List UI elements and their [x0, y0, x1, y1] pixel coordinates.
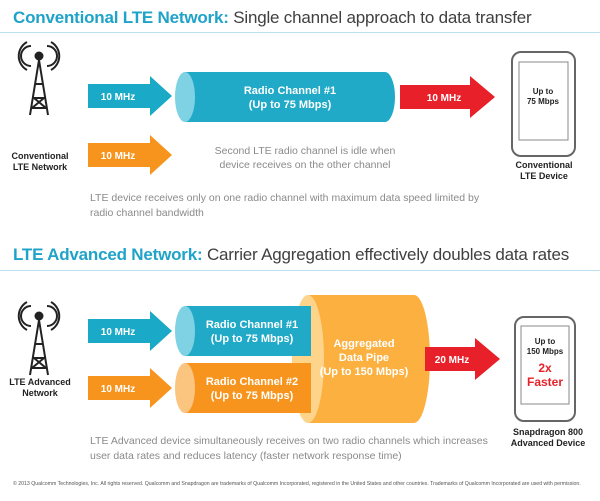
channel-title: Radio Channel #1 [206, 319, 298, 331]
tower-icon [17, 41, 61, 116]
advanced-diagram: Aggregated Data Pipe (Up to 150 Mbps) Ra… [17, 295, 576, 423]
label-line: Conventional [11, 151, 69, 161]
pipe-line-3: (Up to 150 Mbps) [320, 366, 409, 378]
arrow-label: 10 MHz [101, 327, 135, 338]
device-text-1: Up to [533, 87, 554, 96]
device-text-1: Up to [535, 337, 556, 346]
caption-line: LTE Advanced device simultaneously recei… [90, 435, 488, 447]
pipe-line-2: Data Pipe [339, 352, 389, 364]
section-title-conventional: Conventional LTE Network: Single channel… [13, 8, 532, 28]
arrow-10mhz-2: 10 MHz [88, 135, 172, 175]
label-line: Conventional [515, 160, 573, 170]
arrow-10mhz-1: 10 MHz [88, 311, 172, 351]
conventional-device-label: Conventional LTE Device [500, 160, 588, 182]
phone-icon: Up to 75 Mbps [511, 51, 576, 157]
copyright-footer: © 2013 Qualcomm Technologies, Inc. All r… [13, 481, 581, 487]
radio-channel-2-pipe: Radio Channel #2 (Up to 75 Mbps) [175, 363, 311, 413]
radio-channel-1-pipe: Radio Channel #1 (Up to 75 Mbps) [175, 72, 395, 122]
faster-line-1: 2x [538, 361, 552, 375]
conventional-network-label: Conventional LTE Network [0, 151, 80, 173]
arrow-label: 20 MHz [435, 355, 469, 366]
device-text-2: 150 Mbps [527, 347, 564, 356]
arrow-10mhz-1: 10 MHz [88, 76, 172, 116]
arrow-10mhz-2: 10 MHz [88, 368, 172, 408]
advanced-caption: LTE Advanced device simultaneously recei… [90, 434, 500, 464]
idle-line: Second LTE radio channel is idle when [214, 145, 396, 157]
conventional-diagram: 10 MHz 10 MHz Radio Channel #1 (Up to 75… [17, 41, 576, 175]
advanced-device-label: Snapdragon 800 Advanced Device [500, 427, 596, 449]
channel-title: Radio Channel #1 [244, 85, 336, 97]
title-bold: LTE Advanced Network: [13, 245, 203, 264]
label-line: LTE Network [12, 162, 68, 172]
faster-line-2: Faster [527, 375, 563, 389]
radio-channel-1-pipe: Radio Channel #1 (Up to 75 Mbps) [175, 306, 311, 356]
arrow-label: 10 MHz [427, 93, 461, 104]
channel-sub: (Up to 75 Mbps) [249, 99, 332, 111]
arrow-label: 10 MHz [101, 384, 135, 395]
channel-sub: (Up to 75 Mbps) [211, 390, 294, 402]
caption-line: radio channel bandwidth [90, 207, 204, 219]
phone-icon: Up to 150 Mbps 2x Faster [514, 316, 576, 422]
idle-channel-note: Second LTE radio channel is idle when de… [195, 144, 415, 172]
title-bold: Conventional LTE Network: [13, 8, 229, 27]
channel-title: Radio Channel #2 [206, 376, 298, 388]
label-line: Network [22, 388, 58, 398]
label-line: LTE Device [520, 171, 568, 181]
section-divider [0, 32, 600, 33]
tower-icon [17, 301, 61, 376]
arrow-label: 10 MHz [101, 92, 135, 103]
section-divider [0, 270, 600, 271]
conventional-caption: LTE device receives only on one radio ch… [90, 191, 510, 221]
channel-sub: (Up to 75 Mbps) [211, 333, 294, 345]
title-rest: Single channel approach to data transfer [228, 8, 532, 27]
arrow-output-10mhz: 10 MHz [400, 76, 495, 118]
caption-line: LTE device receives only on one radio ch… [90, 192, 480, 204]
pipe-line-1: Aggregated [333, 338, 394, 350]
arrow-output-20mhz: 20 MHz [425, 338, 500, 380]
idle-line: device receives on the other channel [219, 159, 391, 171]
section-title-advanced: LTE Advanced Network: Carrier Aggregatio… [13, 245, 569, 265]
label-line: Advanced Device [510, 438, 586, 448]
caption-line: user data rates and reduces latency (fas… [90, 450, 402, 462]
label-line: LTE Advanced [9, 377, 71, 387]
arrow-label: 10 MHz [101, 151, 135, 162]
device-text-2: 75 Mbps [527, 97, 560, 106]
title-rest: Carrier Aggregation effectively doubles … [202, 245, 569, 264]
aggregated-data-pipe: Aggregated Data Pipe (Up to 150 Mbps) [292, 295, 430, 423]
advanced-network-label: LTE Advanced Network [0, 377, 80, 399]
label-line: Snapdragon 800 [512, 427, 584, 437]
